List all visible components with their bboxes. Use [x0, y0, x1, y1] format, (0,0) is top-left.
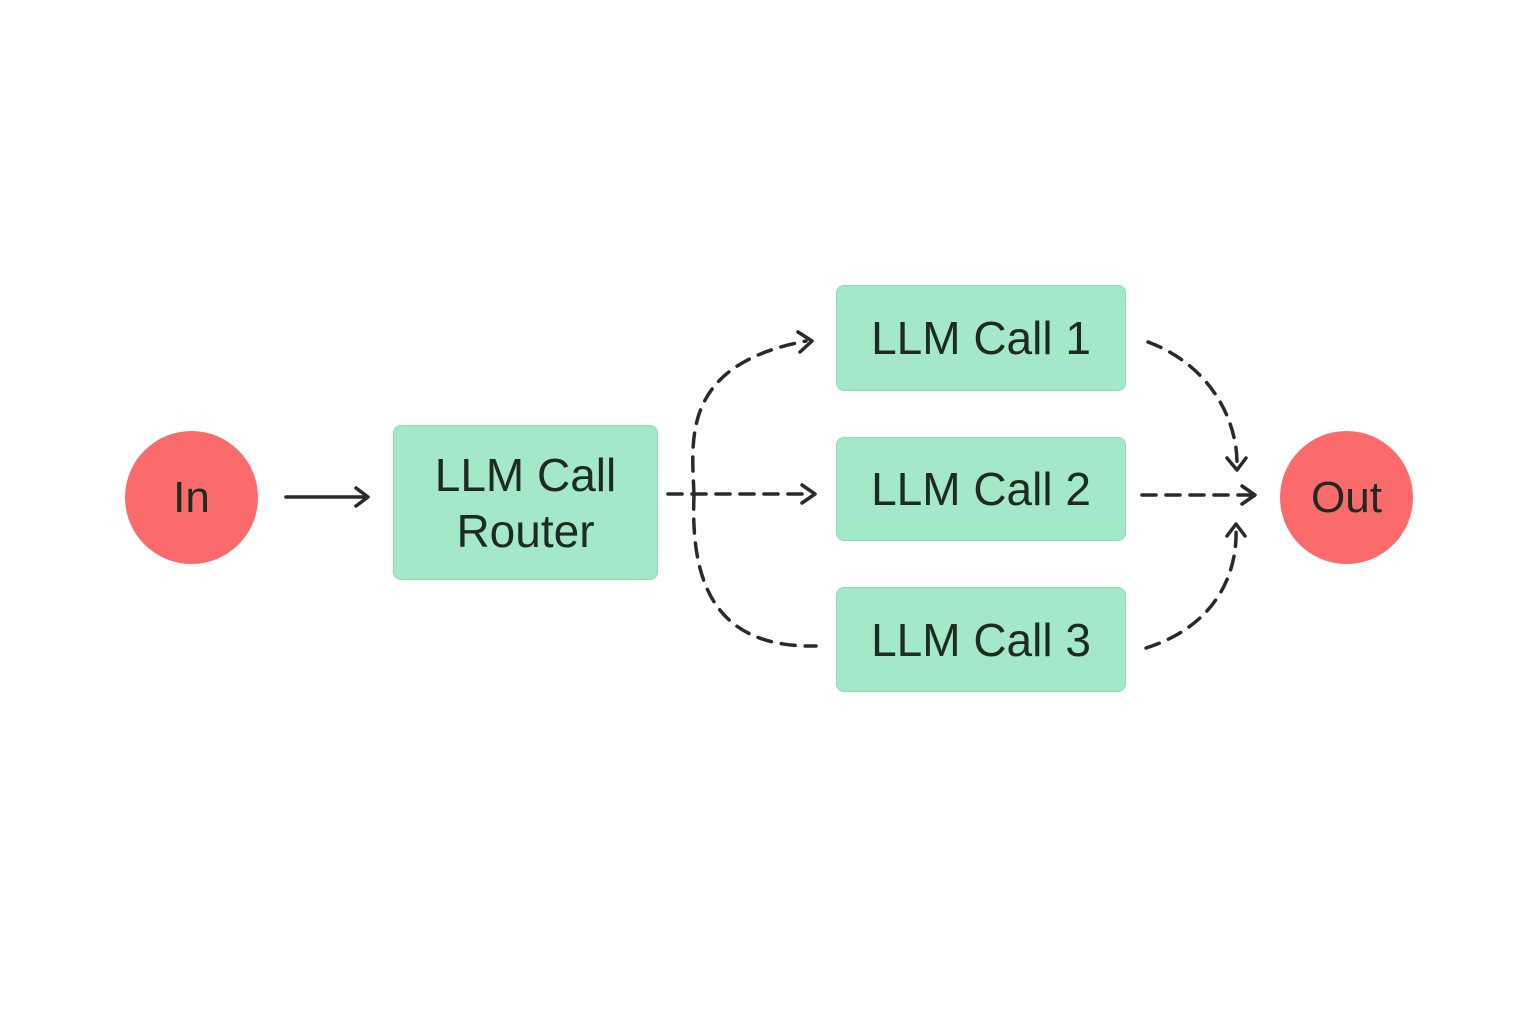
router-node-label-line-1: LLM Call: [434, 448, 617, 501]
arrowhead-router: [354, 486, 370, 508]
edge-call-3-to-out: [1144, 526, 1238, 650]
router-node-label-line-2: Router: [456, 504, 595, 557]
llm-call-1-label: LLM Call 1: [871, 312, 1091, 364]
output-node: Out: [1280, 431, 1413, 564]
llm-call-router-node: LLM Call Router: [393, 425, 658, 580]
router-node-label: LLM Call Router: [435, 447, 617, 559]
arrowhead-out-from-call-3: [1225, 522, 1247, 538]
edge-call-1-to-out: [1146, 340, 1239, 468]
arrowhead-call-2: [800, 483, 817, 505]
llm-call-3-label: LLM Call 3: [871, 613, 1091, 666]
input-node: In: [125, 431, 258, 564]
arrowhead-out-from-call-2: [1240, 484, 1257, 506]
llm-call-2-node: LLM Call 2: [836, 437, 1126, 541]
arrowhead-out-from-call-1: [1225, 456, 1248, 472]
output-node-label: Out: [1311, 472, 1382, 522]
llm-call-2-label: LLM Call 2: [871, 463, 1091, 515]
llm-call-3-node: LLM Call 3: [836, 587, 1126, 692]
edge-router-to-call-3: [691, 493, 818, 648]
arrowhead-call-1: [796, 330, 814, 354]
llm-call-1-node: LLM Call 1: [836, 285, 1126, 391]
edge-router-to-call-1: [691, 339, 808, 497]
input-node-label: In: [173, 472, 210, 522]
